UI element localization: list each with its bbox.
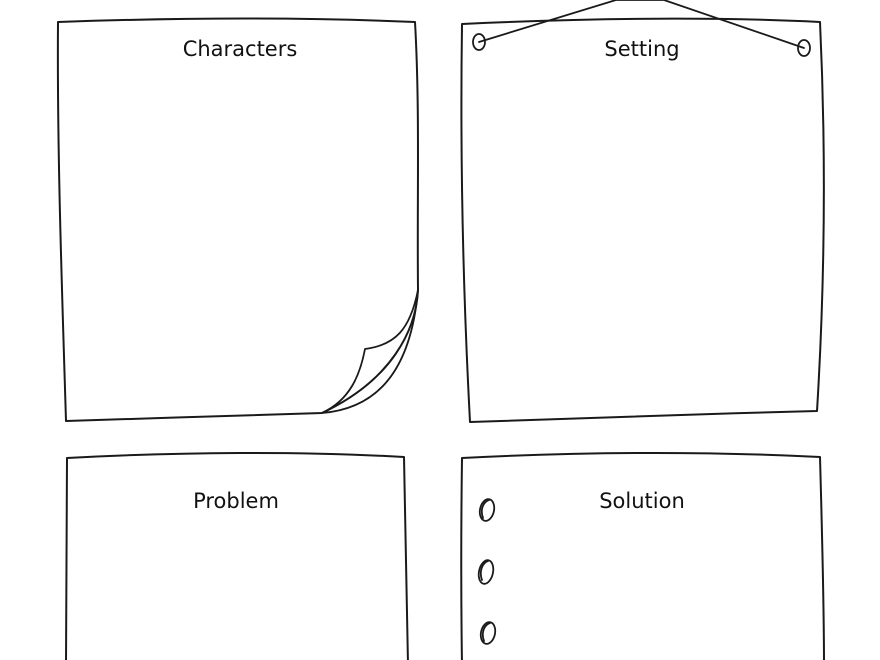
setting-panel: Setting — [460, 0, 825, 423]
hanging-string-icon — [478, 0, 805, 49]
characters-panel: Characters — [56, 17, 419, 422]
setting-title: Setting — [604, 37, 679, 61]
problem-paper — [65, 451, 409, 660]
problem-title: Problem — [193, 489, 279, 513]
solution-notebook-page — [460, 451, 825, 660]
problem-panel: Problem — [65, 451, 409, 660]
binder-hole-icon — [478, 498, 496, 522]
binder-hole-icon — [477, 559, 495, 585]
left-pin-icon — [472, 33, 486, 51]
solution-panel: Solution — [460, 451, 825, 660]
solution-title: Solution — [599, 489, 685, 513]
characters-paper — [56, 17, 419, 422]
page-curl-icon — [321, 289, 419, 414]
characters-title: Characters — [183, 37, 298, 61]
right-pin-icon — [797, 39, 811, 57]
binder-hole-icon — [479, 621, 497, 645]
setting-sign-board — [460, 17, 825, 423]
